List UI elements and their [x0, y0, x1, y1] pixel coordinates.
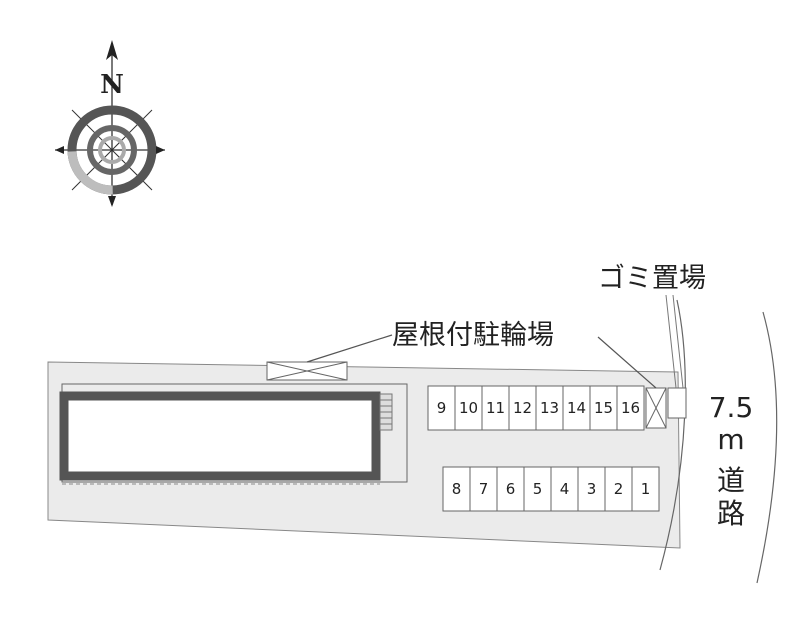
road-edge-right — [756, 311, 778, 584]
parking-space-10 — [454, 385, 483, 431]
parking-space-number: 16 — [621, 399, 640, 417]
parking-space-1 — [631, 466, 660, 512]
north-arrow-icon — [106, 40, 118, 60]
building — [59, 391, 381, 481]
parking-space-number: 4 — [560, 480, 570, 498]
road-label-char-1: 道 — [717, 464, 745, 497]
parking-space-number: 3 — [587, 480, 597, 498]
parking-space-number: 8 — [452, 480, 462, 498]
parking-space-number: 9 — [437, 399, 447, 417]
parking-space-14 — [562, 385, 591, 431]
parking-space-4 — [550, 466, 579, 512]
road-width-unit: m — [717, 423, 744, 456]
parking-space-11 — [481, 385, 510, 431]
parking-space-7 — [469, 466, 498, 512]
parking-space-number: 7 — [479, 480, 489, 498]
parking-space-number: 6 — [506, 480, 516, 498]
parking-space-number: 15 — [594, 399, 613, 417]
parking-space-6 — [496, 466, 525, 512]
parking-space-number: 5 — [533, 480, 543, 498]
north-label: N — [100, 70, 124, 100]
parking-space-12 — [508, 385, 537, 431]
compass-rose-icon: N — [55, 40, 165, 207]
road-width-value: 7.5 — [709, 391, 754, 424]
parking-space-number: 14 — [567, 399, 586, 417]
parking-space-number: 12 — [513, 399, 532, 417]
parking-space-number: 2 — [614, 480, 624, 498]
parking-space-number: 13 — [540, 399, 559, 417]
road-label-char-2: 路 — [717, 497, 745, 530]
parking-space-16 — [616, 385, 645, 431]
parking-row-top: 9 10 11 12 13 14 15 16 — [427, 385, 645, 431]
stairs — [379, 393, 393, 431]
parking-space-3 — [577, 466, 606, 512]
parking-space-13 — [535, 385, 564, 431]
parking-space-number: 11 — [486, 399, 505, 417]
covered-bike-parking-label: 屋根付駐輪場 — [392, 320, 554, 351]
parking-space-number: 1 — [641, 480, 651, 498]
garbage-area-label: ゴミ置場 — [598, 263, 706, 294]
parking-space-number: 10 — [459, 399, 478, 417]
